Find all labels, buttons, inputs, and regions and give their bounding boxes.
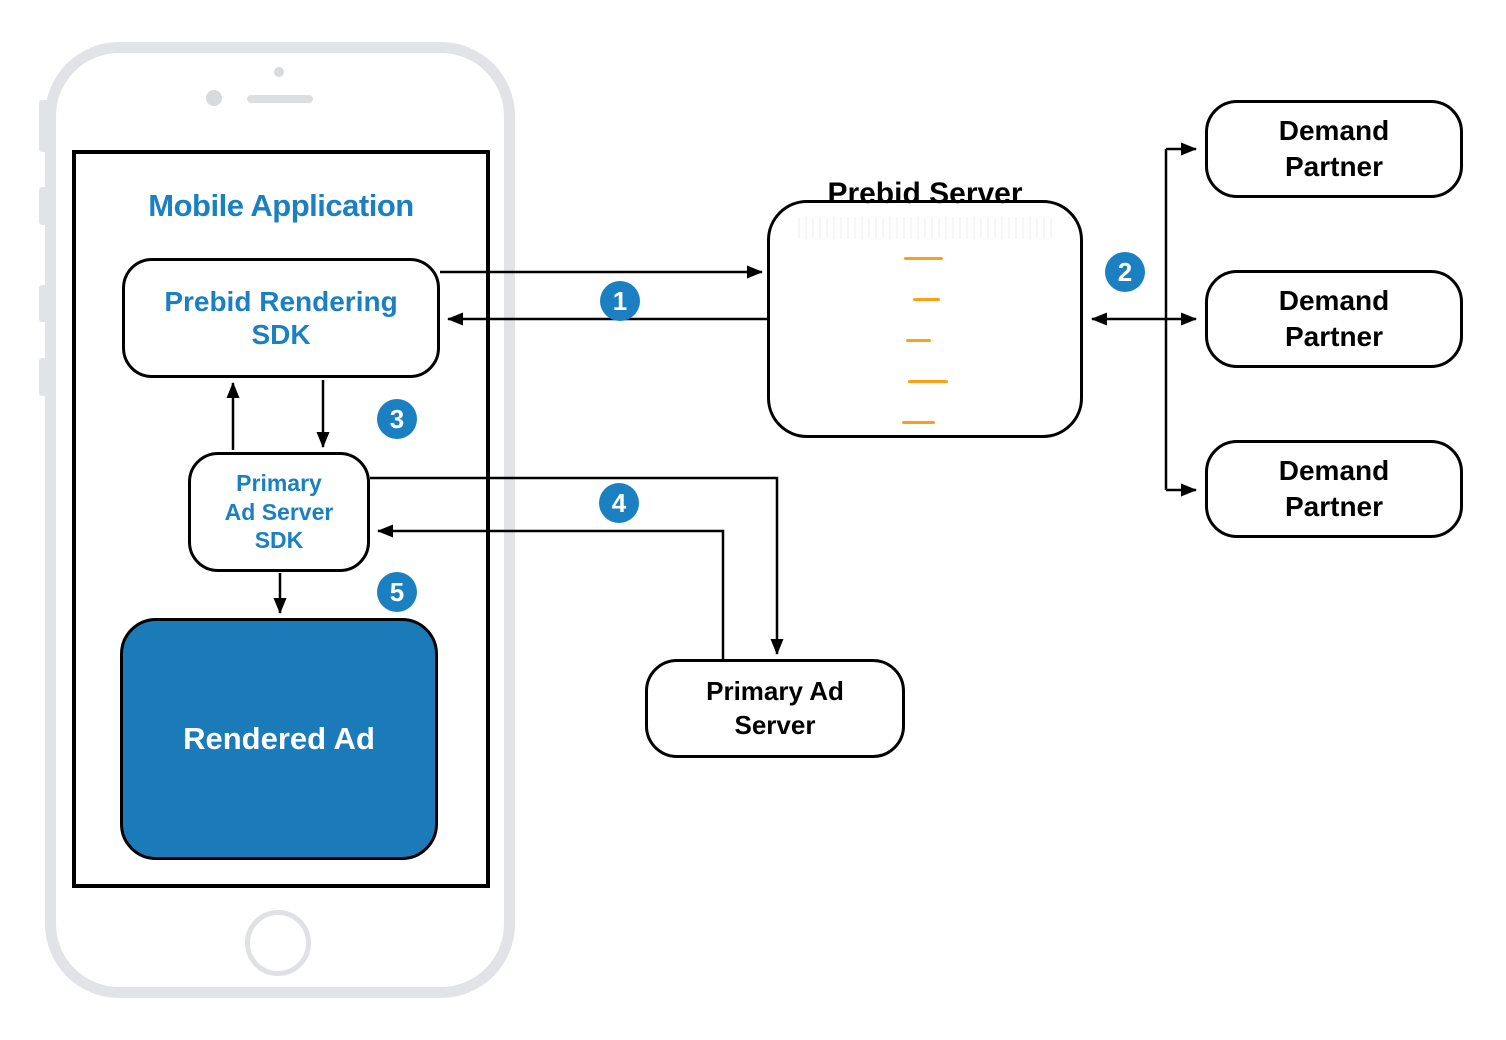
prebid-server-box: Prebid Server: [767, 177, 1083, 438]
mobile-app-title: Mobile Application: [148, 188, 414, 223]
phone-front-camera-icon: [206, 90, 222, 106]
prebid-rendering-sdk-label: Prebid Rendering SDK: [164, 285, 398, 350]
prebid-logo-bar: [906, 338, 931, 342]
prebid-logo-bar: [902, 420, 935, 424]
rendered-ad-box: Rendered Ad: [120, 618, 438, 860]
phone-home-button: [245, 910, 311, 976]
phone-sensor-dot-icon: [274, 67, 284, 77]
demand-partner-box-2: Demand Partner: [1205, 270, 1463, 368]
phone-side-button: [39, 358, 49, 396]
demand-partner-label: Demand Partner: [1278, 454, 1390, 522]
phone-speaker-icon: [247, 95, 313, 103]
primary-ad-server-sdk-label: Primary Ad Server SDK: [224, 469, 334, 554]
phone-volume-down-button: [39, 285, 49, 322]
demand-partner-label: Demand Partner: [1278, 114, 1390, 182]
server-watermark: [798, 217, 1056, 239]
prebid-logo-bar: [904, 256, 943, 260]
step-badge-4: 4: [599, 483, 639, 523]
rendered-ad-label: Rendered Ad: [183, 721, 375, 756]
demand-partner-box-1: Demand Partner: [1205, 100, 1463, 198]
demand-partner-box-3: Demand Partner: [1205, 440, 1463, 538]
phone-volume-up-button: [39, 187, 49, 225]
demand-partner-label: Demand Partner: [1278, 284, 1390, 352]
step-badge-1: 1: [600, 281, 640, 321]
prebid-logo-bar: [908, 379, 948, 383]
prebid-logo-icon: [901, 223, 949, 462]
step-badge-5: 5: [377, 572, 417, 612]
prebid-logo-bar: [913, 297, 940, 301]
step-badge-2: 2: [1105, 252, 1145, 292]
phone-mute-switch: [39, 100, 49, 152]
step-badge-3: 3: [377, 399, 417, 439]
prebid-rendering-sdk-box: Prebid Rendering SDK: [122, 258, 440, 378]
primary-ad-server-label: Primary Ad Server: [706, 675, 844, 740]
primary-ad-server-box: Primary Ad Server: [645, 659, 905, 758]
primary-ad-server-sdk-box: Primary Ad Server SDK: [188, 452, 370, 572]
prebid-server-label: Prebid Server: [827, 176, 1023, 210]
